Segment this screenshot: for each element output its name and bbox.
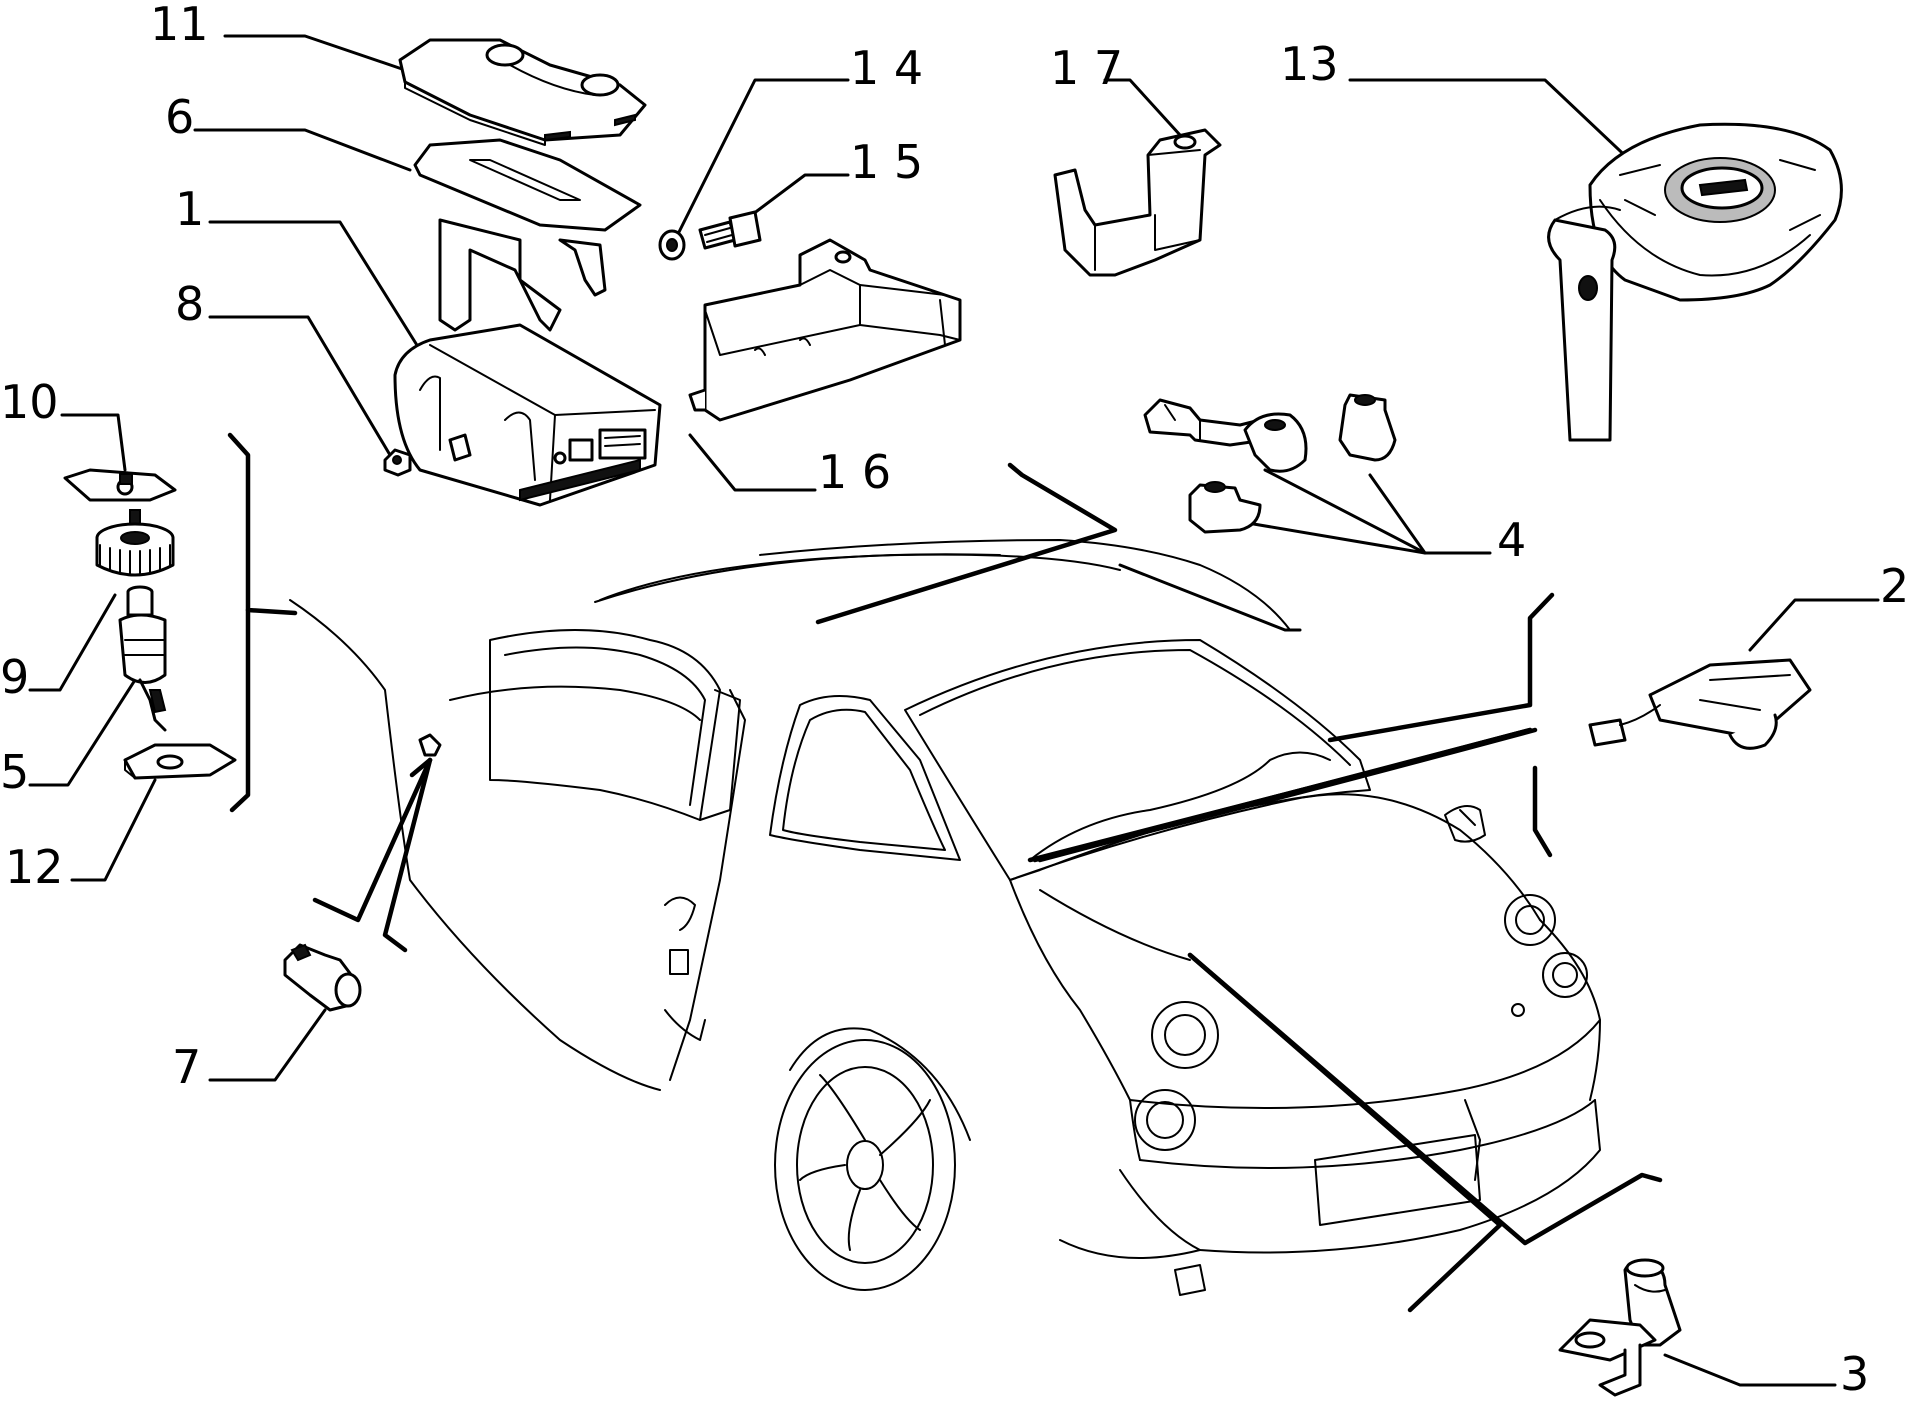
callout-8: 8 [175, 277, 204, 331]
part-13-key-fob [1547, 122, 1843, 442]
callout-16: 1 6 [818, 445, 891, 499]
callout-4: 4 [1497, 513, 1526, 567]
callout-6: 6 [165, 90, 194, 144]
part-5-switch [118, 585, 167, 732]
callout-17: 1 7 [1050, 41, 1123, 95]
part-10-clip [63, 468, 177, 502]
callout-5: 5 [0, 745, 29, 799]
part-16-module [688, 238, 962, 422]
part-8-nut [383, 448, 412, 477]
callout-13: 13 [1280, 37, 1339, 91]
part-7-switch [283, 733, 442, 1012]
part-1-control-unit [393, 323, 662, 507]
callout-9: 9 [0, 650, 29, 704]
callout-15: 1 5 [850, 135, 923, 189]
callout-12: 12 [5, 840, 64, 894]
callout-2: 2 [1880, 559, 1909, 613]
callout-3: 3 [1840, 1347, 1869, 1401]
part-2-sensor [1588, 658, 1812, 750]
part-15-screw [698, 210, 762, 250]
callout-10: 10 [0, 375, 59, 429]
part-12-bracket [123, 743, 237, 780]
callout-7: 7 [172, 1040, 201, 1094]
callout-14: 1 4 [850, 41, 923, 95]
leader-lines [28, 34, 1880, 1387]
car-body [289, 539, 1601, 1296]
callout-11: 11 [150, 0, 209, 51]
callout-1: 1 [175, 182, 204, 236]
part-6-bracket [413, 138, 642, 332]
part-3-switch [1558, 1258, 1682, 1397]
part-4-sensors [1143, 393, 1397, 534]
part-14-washer [658, 229, 686, 261]
part-17-bracket [1053, 128, 1222, 277]
part-9-ring-nut [95, 509, 175, 577]
part-11-bracket-plate [398, 38, 647, 146]
